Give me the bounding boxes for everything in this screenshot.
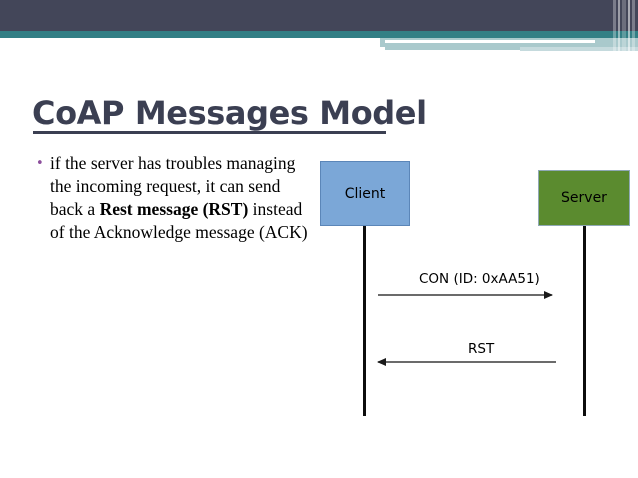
bullet-item: • if the server has troubles managing th… xyxy=(36,152,308,244)
banner-white-slit xyxy=(385,40,595,43)
banner-stripe-2 xyxy=(618,0,620,52)
diagram-node-client: Client xyxy=(320,161,410,226)
slide-body: • if the server has troubles managing th… xyxy=(36,152,308,244)
slide-top-banner xyxy=(0,0,638,52)
bullet-dot-icon: • xyxy=(36,156,44,171)
diagram-node-server-label: Server xyxy=(561,190,607,206)
banner-stripe-4 xyxy=(628,0,630,52)
diagram-node-client-label: Client xyxy=(344,185,386,202)
banner-stripe-1 xyxy=(613,0,616,52)
banner-stripe-5 xyxy=(632,0,635,52)
banner-dark-band xyxy=(0,0,638,31)
lifeline-server xyxy=(583,226,586,416)
title-underline-rule xyxy=(33,131,386,134)
message-label-rst: RST xyxy=(468,341,495,357)
message-label-con: CON (ID: 0xAA51) xyxy=(419,271,540,287)
diagram-node-server: Server xyxy=(538,170,630,226)
banner-pale-lower-band-2 xyxy=(520,47,638,51)
banner-teal-band xyxy=(0,31,638,38)
bullet-text-tail: instead of the Acknowledge message (ACK) xyxy=(50,199,308,242)
bullet-text: if the server has troubles managing the … xyxy=(50,152,308,244)
bullet-text-lead: if the server has troubles managing the … xyxy=(50,153,296,219)
banner-pale-lower-band xyxy=(385,45,520,50)
bullet-text-emphasis: Rest message (RST) xyxy=(99,199,249,219)
slide-title: CoAP Messages Model xyxy=(32,94,427,132)
banner-stripe-3 xyxy=(622,0,626,52)
lifeline-client xyxy=(363,226,366,416)
